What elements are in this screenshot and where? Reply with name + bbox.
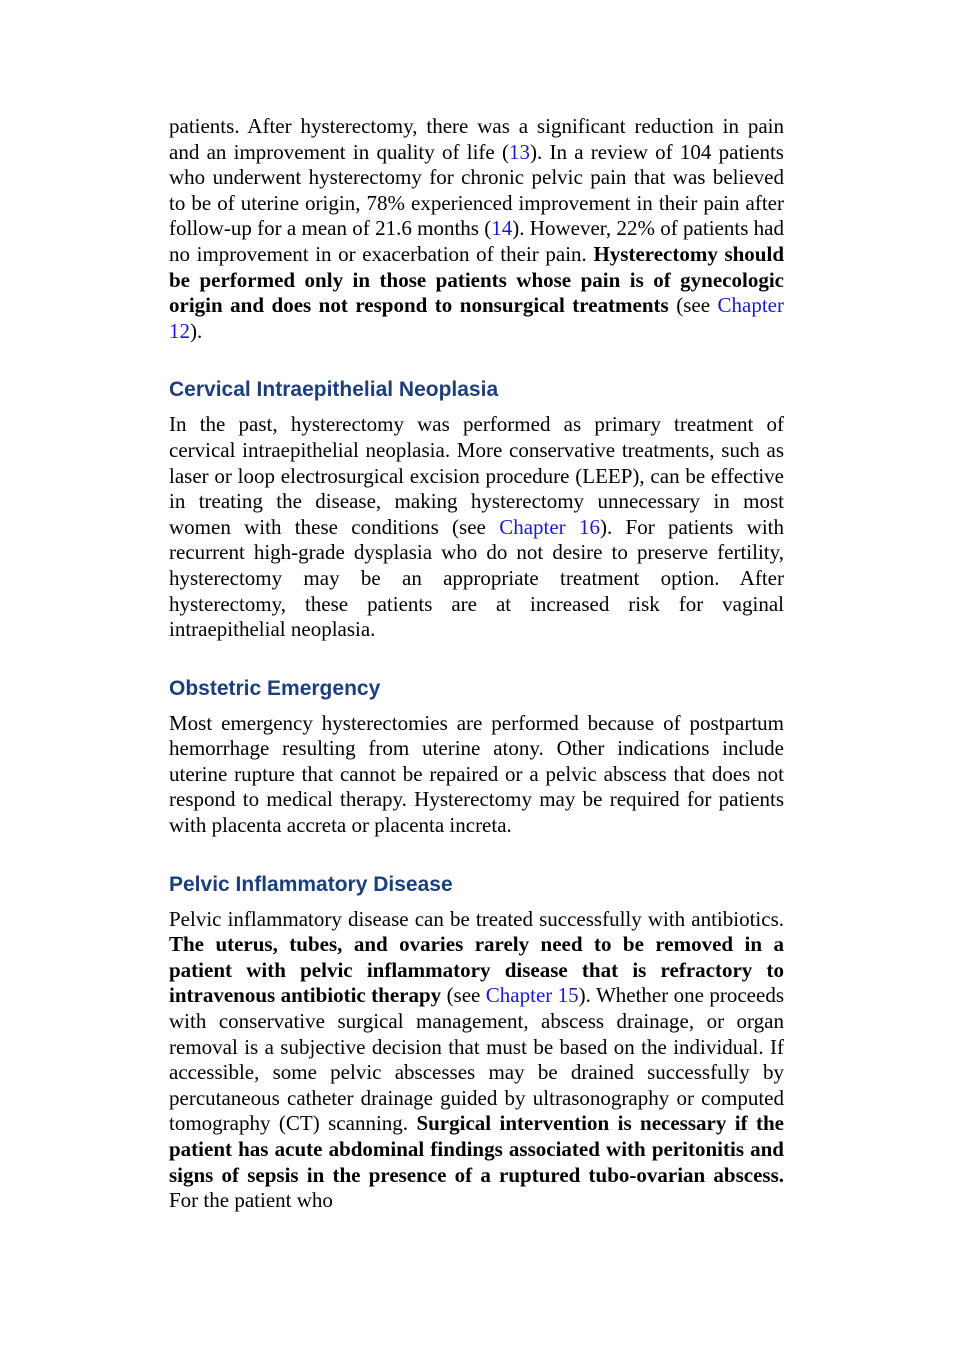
text-segment: For the patient who: [169, 1188, 333, 1213]
bold-statement: The uterus, tubes, and ovaries rarely ne…: [169, 932, 784, 1008]
section-heading-obstetric-emergency: Obstetric Emergency: [169, 676, 381, 700]
text-segment: patients. After hysterectomy, there was …: [169, 114, 784, 164]
text-segment: ). In a review of 104 patients who under…: [169, 139, 784, 241]
paragraph-chronic-pelvic-pain: patients. After hysterectomy, there was …: [169, 114, 784, 344]
paragraph-pelvic-inflammatory-disease: Pelvic inflammatory disease can be treat…: [169, 907, 784, 1214]
section-heading-cervical-intraepithelial-neoplasia: Cervical Intraepithelial Neoplasia: [169, 378, 499, 402]
bold-statement: Hysterectomy should be performed only in…: [169, 241, 784, 318]
bold-statement: Surgical intervention is necessary if th…: [169, 1111, 784, 1187]
paragraph-obstetric-emergency: Most emergency hysterectomies are perfor…: [169, 710, 784, 838]
text-segment: ). However, 22% of patients had no impro…: [169, 216, 784, 266]
section-heading-pelvic-inflammatory-disease: Pelvic Inflammatory Disease: [169, 872, 453, 896]
chapter-link-15[interactable]: Chapter 15: [485, 983, 579, 1008]
text-segment: ). For patients with recurrent high-grad…: [169, 514, 784, 642]
chapter-link-12[interactable]: Chapter 12: [169, 293, 784, 343]
text-segment: (see: [441, 983, 486, 1008]
text-segment: ).: [190, 318, 203, 343]
document-page: patients. After hysterectomy, there was …: [169, 114, 784, 1214]
reference-link-14[interactable]: 14: [491, 216, 513, 241]
text-segment: Pelvic inflammatory disease can be treat…: [169, 906, 784, 931]
paragraph-cervical-intraepithelial-neoplasia: In the past, hysterectomy was performed …: [169, 412, 784, 642]
text-segment: In the past, hysterectomy was performed …: [169, 412, 784, 539]
text-segment: (see: [668, 293, 718, 318]
reference-link-13[interactable]: 13: [508, 139, 530, 164]
text-segment: ). Whether one proceeds with conservativ…: [169, 983, 784, 1136]
chapter-link-16[interactable]: Chapter 16: [499, 514, 600, 539]
